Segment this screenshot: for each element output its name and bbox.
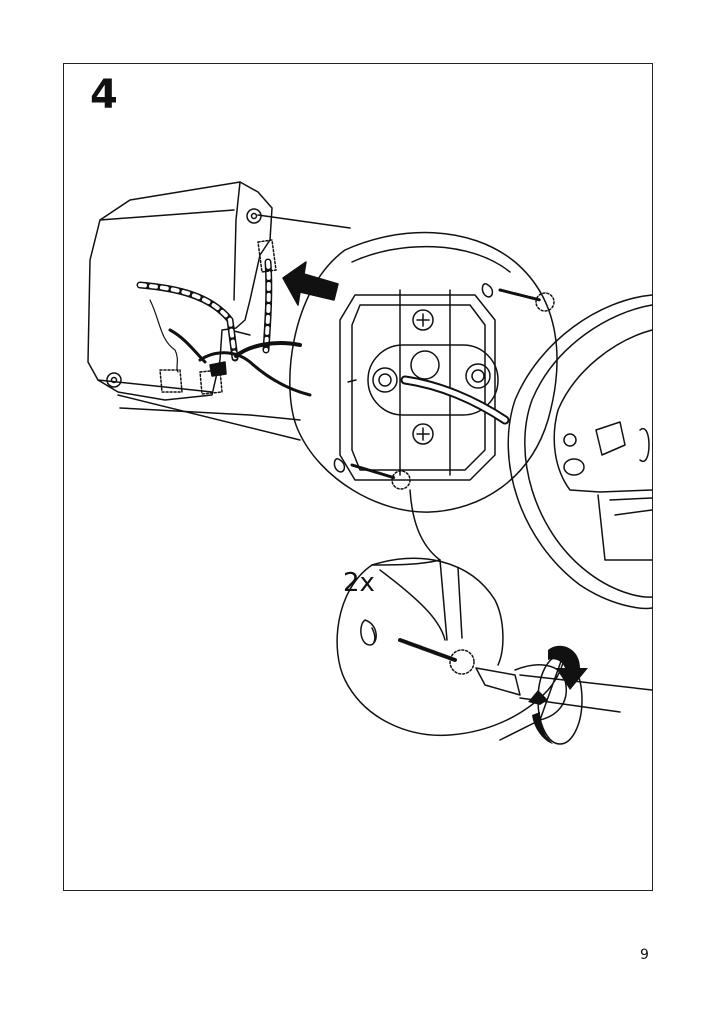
detail-callout — [336, 489, 653, 745]
quantity-label: 2x — [343, 568, 375, 598]
screw — [350, 463, 411, 490]
push-arrow-icon — [282, 261, 339, 306]
step-number: 4 — [90, 72, 118, 118]
page-number: 9 — [640, 947, 649, 963]
rotate-arrow-icon — [548, 645, 588, 690]
screw — [498, 288, 555, 312]
mounting-plate — [289, 231, 558, 513]
instruction-step-frame: 4 — [63, 63, 653, 891]
wires — [136, 239, 312, 397]
junction-box — [87, 181, 351, 441]
rotate-arrow-icon — [528, 690, 553, 744]
lamp-housing — [507, 294, 653, 610]
